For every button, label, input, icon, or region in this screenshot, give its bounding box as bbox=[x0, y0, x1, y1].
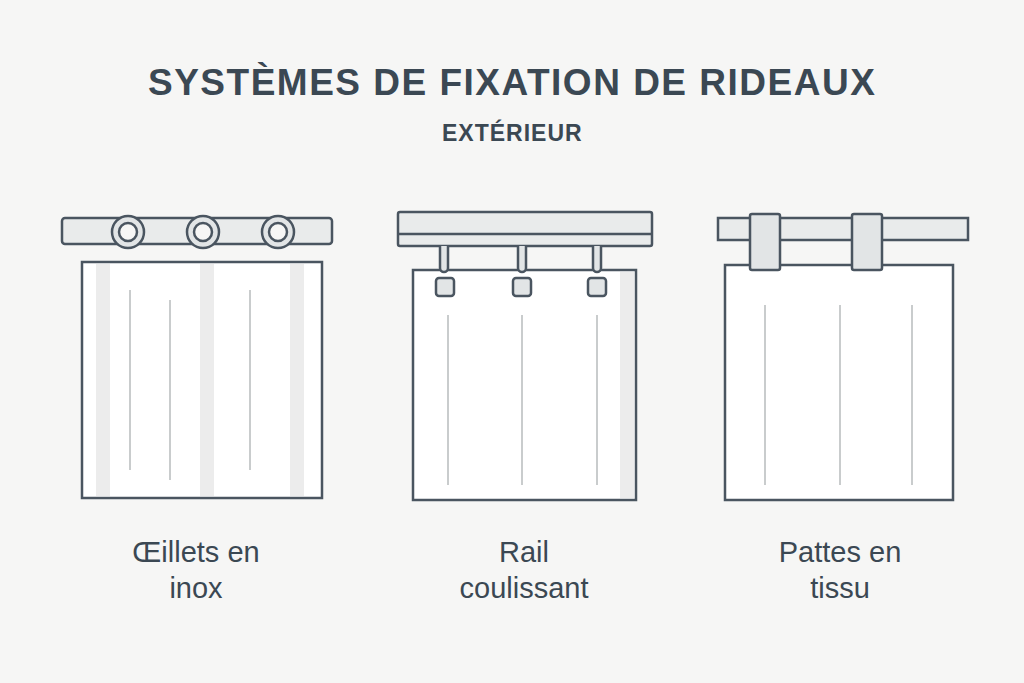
system-label: Œillets en inox bbox=[132, 534, 260, 606]
fabric-tab bbox=[750, 214, 780, 270]
system-label: Pattes en tissu bbox=[777, 534, 903, 606]
diagram-title: SYSTÈMES DE FIXATION DE RIDEAUX bbox=[148, 62, 876, 104]
subtitle: EXTÉRIEUR bbox=[442, 120, 583, 147]
curtain-panel bbox=[413, 270, 636, 500]
system-label: Rail coulissant bbox=[444, 534, 604, 606]
fabric-tab bbox=[852, 214, 882, 270]
curtain-panel bbox=[82, 262, 322, 498]
sliding-rail bbox=[398, 212, 652, 246]
curtain-panel bbox=[725, 265, 953, 500]
